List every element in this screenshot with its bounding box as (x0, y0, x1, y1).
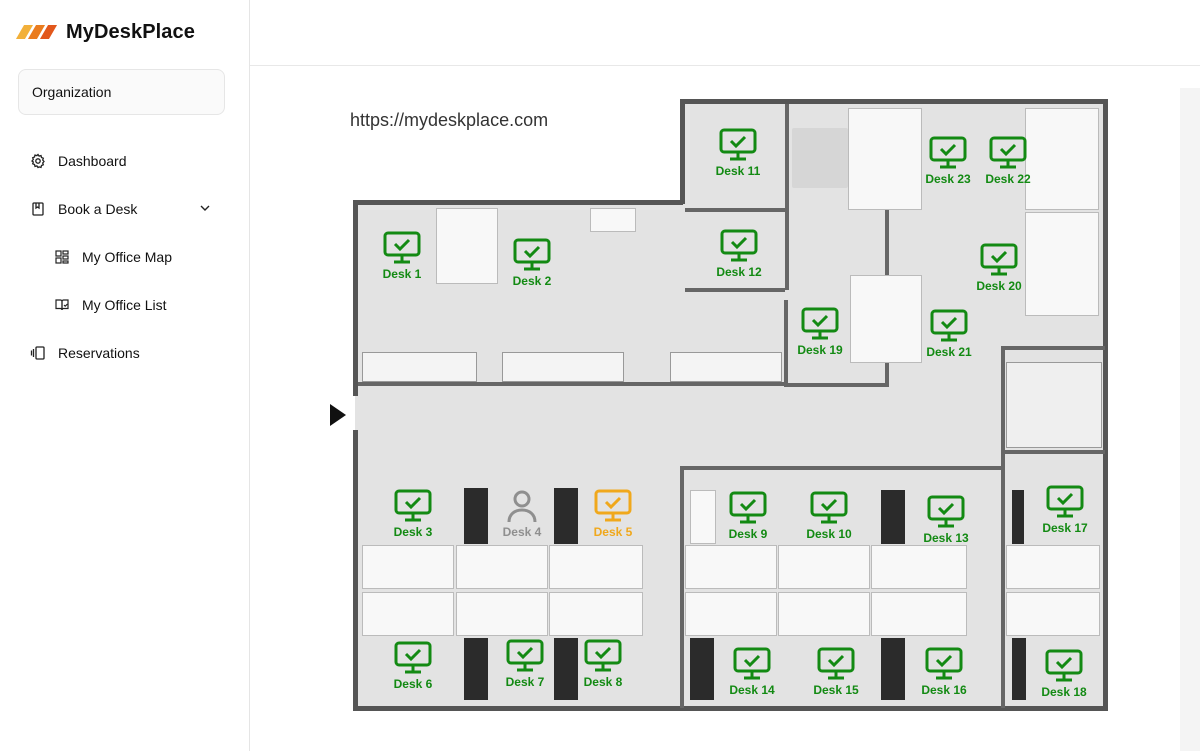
desk-14[interactable]: Desk 14 (717, 646, 787, 697)
nav-reservations[interactable]: Reservations (30, 341, 140, 365)
desk-12[interactable]: Desk 12 (704, 228, 774, 279)
monitor-check-icon (394, 641, 432, 674)
desk-8[interactable]: Desk 8 (568, 638, 638, 689)
monitor-check-icon (719, 128, 757, 161)
monitor-check-icon (584, 639, 622, 672)
nav-my-office-map[interactable]: My Office Map (54, 245, 172, 269)
nav-my-office-list-label: My Office List (82, 297, 167, 313)
brand[interactable]: MyDeskPlace (15, 18, 195, 46)
desk-label: Desk 6 (393, 677, 433, 691)
desk-label: Desk 8 (583, 675, 623, 689)
desk-label: Desk 5 (593, 525, 633, 539)
chevron-down-icon[interactable] (198, 201, 212, 215)
desk-label: Desk 18 (1041, 685, 1087, 699)
desk-label: Desk 7 (505, 675, 545, 689)
nav-my-office-map-label: My Office Map (82, 249, 172, 265)
desk-label: Desk 3 (393, 525, 433, 539)
nav-dashboard-label: Dashboard (58, 153, 127, 169)
scrollbar-track[interactable] (1180, 88, 1200, 751)
desk-label: Desk 21 (926, 345, 972, 359)
nav-book-a-desk[interactable]: Book a Desk (30, 197, 137, 221)
monitor-check-icon (513, 238, 551, 271)
monitor-check-icon (817, 647, 855, 680)
desk-5[interactable]: Desk 5 (578, 488, 648, 539)
desk-label: Desk 9 (728, 527, 768, 541)
monitor-check-icon (930, 309, 968, 342)
nav-reservations-label: Reservations (58, 345, 140, 361)
desk-10[interactable]: Desk 10 (794, 490, 864, 541)
desk-label: Desk 1 (382, 267, 422, 281)
monitor-check-icon (989, 136, 1027, 169)
desk-1[interactable]: Desk 1 (367, 230, 437, 281)
desk-label: Desk 2 (512, 274, 552, 288)
nav-dashboard[interactable]: Dashboard (30, 149, 127, 173)
monitor-check-icon (733, 647, 771, 680)
desk-9[interactable]: Desk 9 (713, 490, 783, 541)
organization-selector[interactable]: Organization (18, 69, 225, 115)
desk-label: Desk 19 (797, 343, 843, 357)
desk-13[interactable]: Desk 13 (911, 494, 981, 545)
desk-label: Desk 10 (806, 527, 852, 541)
gear-icon (31, 153, 45, 169)
monitor-check-icon (383, 231, 421, 264)
book-open-icon (55, 299, 69, 311)
monitor-check-icon (927, 495, 965, 528)
desk-label: Desk 20 (976, 279, 1022, 293)
desk-20[interactable]: Desk 20 (964, 242, 1034, 293)
book-icon (32, 202, 44, 216)
monitor-check-icon (594, 489, 632, 522)
desk-17[interactable]: Desk 17 (1030, 484, 1100, 535)
top-header (250, 0, 1200, 66)
desk-23[interactable]: Desk 23 (913, 135, 983, 186)
entrance-arrow-icon (330, 404, 346, 426)
monitor-check-icon (720, 229, 758, 262)
monitor-check-icon (394, 489, 432, 522)
map-grid-icon (55, 250, 69, 264)
desk-15[interactable]: Desk 15 (801, 646, 871, 697)
desk-label: Desk 13 (923, 531, 969, 545)
monitor-check-icon (929, 136, 967, 169)
logo-icon (15, 25, 58, 39)
desk-21[interactable]: Desk 21 (914, 308, 984, 359)
desk-22[interactable]: Desk 22 (973, 135, 1043, 186)
sidebar: MyDeskPlace Organization Dashboard Book … (0, 0, 250, 751)
app-name: MyDeskPlace (66, 20, 195, 43)
monitor-check-icon (980, 243, 1018, 276)
desk-7[interactable]: Desk 7 (490, 638, 560, 689)
reservations-icon (30, 346, 45, 360)
desk-11[interactable]: Desk 11 (703, 127, 773, 178)
monitor-check-icon (729, 491, 767, 524)
monitor-check-icon (801, 307, 839, 340)
desk-4[interactable]: Desk 4 (487, 488, 557, 539)
desk-19[interactable]: Desk 19 (785, 306, 855, 357)
desk-label: Desk 14 (729, 683, 775, 697)
desk-label: Desk 16 (921, 683, 967, 697)
monitor-check-icon (1045, 649, 1083, 682)
monitor-check-icon (1046, 485, 1084, 518)
desk-18[interactable]: Desk 18 (1029, 648, 1099, 699)
desk-label: Desk 23 (925, 172, 971, 186)
desk-3[interactable]: Desk 3 (378, 488, 448, 539)
desk-label: Desk 11 (715, 164, 761, 178)
nav-book-a-desk-label: Book a Desk (58, 201, 138, 217)
desk-label: Desk 4 (502, 525, 542, 539)
monitor-check-icon (810, 491, 848, 524)
map-url-label: https://mydeskplace.com (350, 110, 549, 130)
person-icon (507, 490, 537, 523)
monitor-check-icon (925, 647, 963, 680)
desk-label: Desk 12 (716, 265, 762, 279)
desk-label: Desk 17 (1042, 521, 1088, 535)
desk-2[interactable]: Desk 2 (497, 237, 567, 288)
desk-6[interactable]: Desk 6 (378, 640, 448, 691)
desk-label: Desk 22 (985, 172, 1031, 186)
desk-16[interactable]: Desk 16 (909, 646, 979, 697)
monitor-check-icon (506, 639, 544, 672)
nav-my-office-list[interactable]: My Office List (54, 293, 167, 317)
desk-label: Desk 15 (813, 683, 859, 697)
